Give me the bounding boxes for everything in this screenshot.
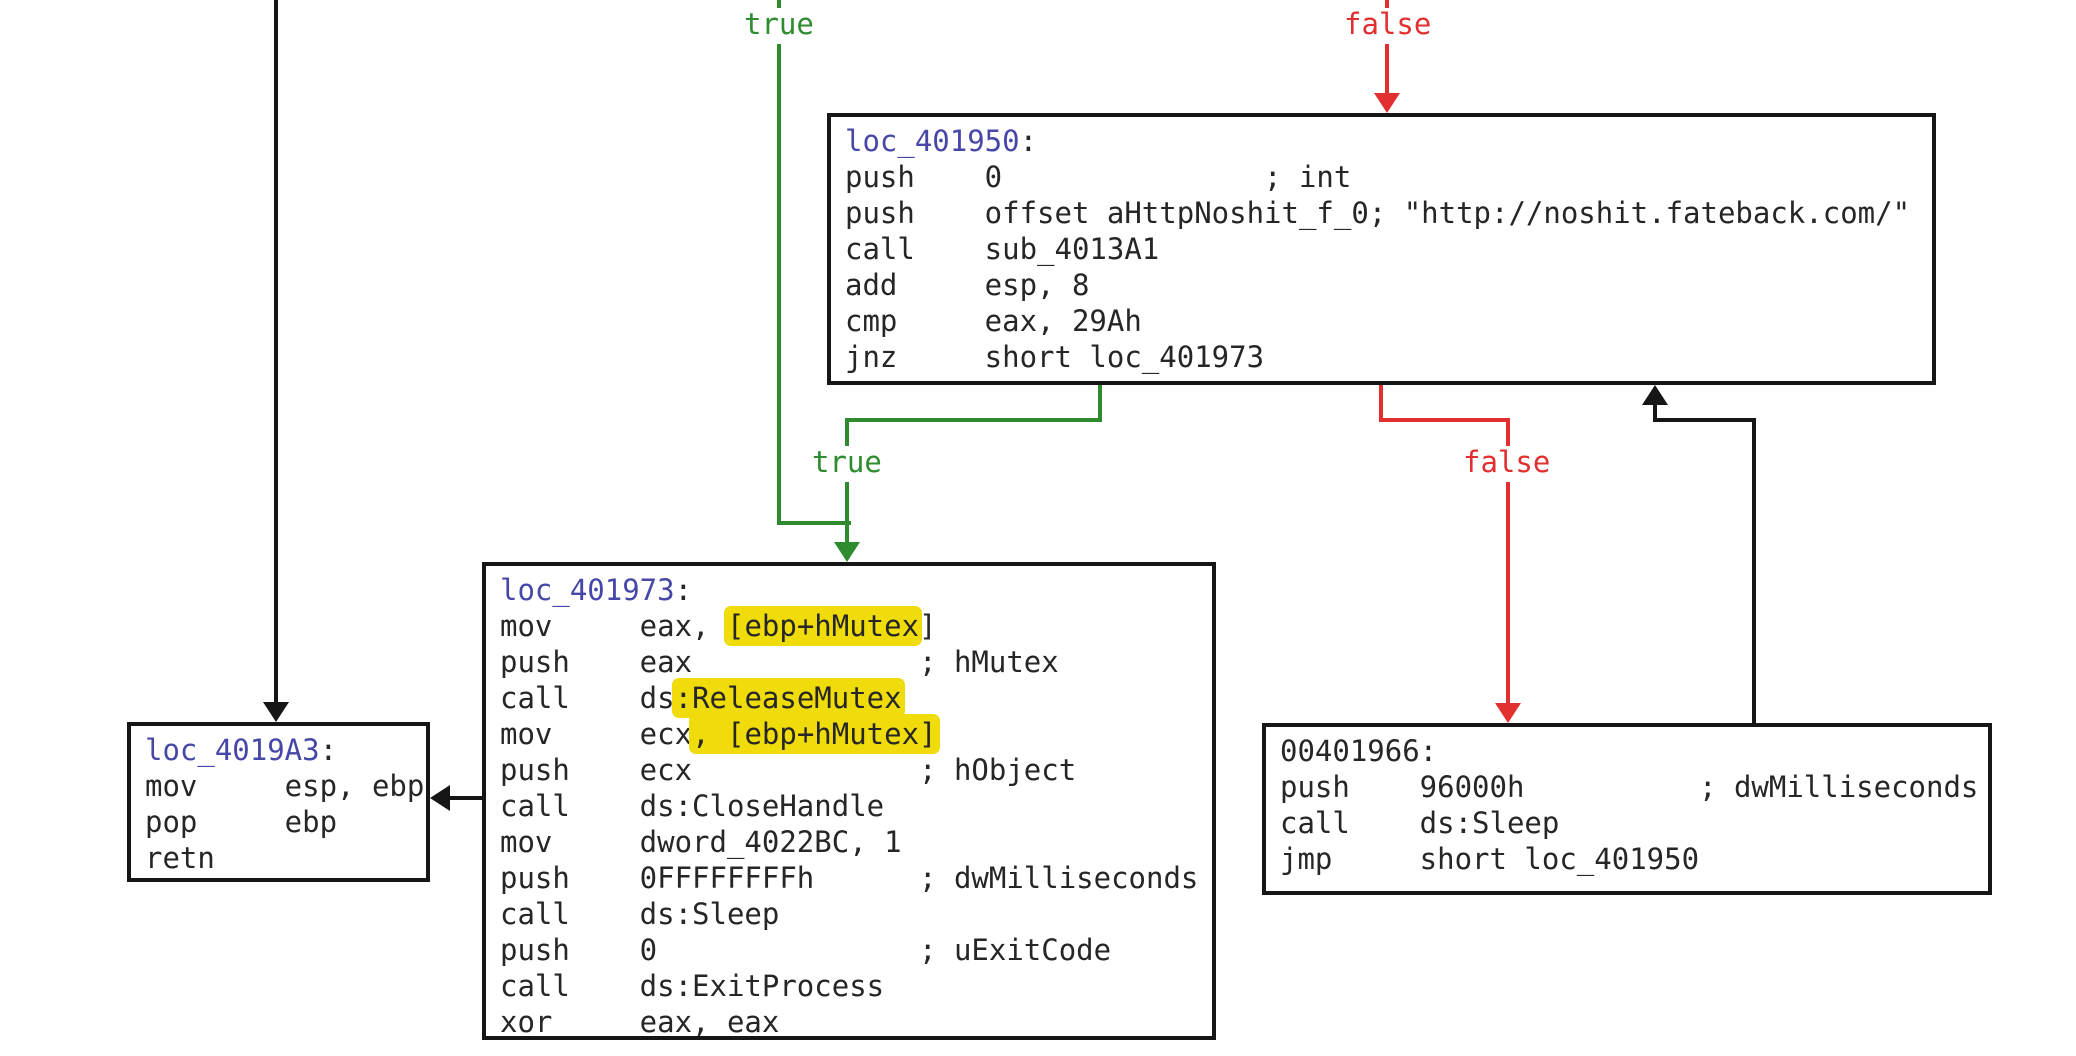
edge-false-branch-vertical1 — [1506, 418, 1510, 452]
arrowhead-down-icon — [1374, 93, 1400, 113]
edge-true-branch-vertical1 — [845, 418, 849, 452]
asm-text: push offset aHttpNoshit_f_0; "http://nos… — [845, 196, 1911, 230]
edge-false-top-vertical — [1385, 44, 1389, 96]
asm-text: call ds:Sleep — [500, 897, 780, 931]
edge-true-branch-runner — [845, 418, 1102, 422]
edge-to-loc_4019A3 — [444, 796, 482, 800]
arrowhead-left-icon — [430, 785, 450, 811]
asm-line: push 0 ; int — [845, 159, 1932, 195]
asm-line: xor eax, eax — [500, 1004, 1212, 1040]
asm-text: push ecx ; hObject — [500, 753, 1077, 787]
asm-text: mov eax, — [500, 609, 727, 643]
asm-text: pop ebp — [145, 805, 338, 839]
asm-line: push ecx ; hObject — [500, 752, 1212, 788]
asm-text: ] — [919, 609, 937, 643]
asm-text: call ds:CloseHandle — [500, 789, 885, 823]
edge-label-true-mid: true — [812, 445, 882, 479]
edge-true-branch-exit — [1098, 385, 1102, 422]
asm-line: call sub_4013A1 — [845, 231, 1932, 267]
arrowhead-up-icon — [1642, 385, 1668, 405]
arrowhead-down-icon — [263, 702, 289, 722]
asm-line: loc_4019A3: — [145, 732, 426, 768]
block-address-label: loc_401950 — [845, 124, 1020, 158]
asm-line: jnz short loc_401973 — [845, 339, 1932, 375]
asm-text: push 96000h ; dwMilliseconds — [1280, 770, 1979, 804]
edge-true-top — [777, 0, 781, 12]
edge-loop-runner — [1653, 418, 1756, 422]
edge-label-false-mid: false — [1463, 445, 1551, 479]
asm-text: jnz short loc_401973 — [845, 340, 1265, 374]
edge-false-branch-vertical2 — [1506, 482, 1510, 705]
asm-line: mov ecx, [ebp+hMutex] — [500, 716, 1212, 752]
edge-entry-left — [274, 0, 278, 706]
asm-text: cmp eax, 29Ah — [845, 304, 1142, 338]
edge-label-false-top: false — [1344, 7, 1432, 41]
asm-line: mov dword_4022BC, 1 — [500, 824, 1212, 860]
asm-line: cmp eax, 29Ah — [845, 303, 1932, 339]
asm-line: call ds:Sleep — [1280, 805, 1988, 841]
edge-loop-stub — [1653, 403, 1657, 422]
highlighted-text: , [ebp+hMutex] — [692, 717, 937, 751]
block-address-label: loc_401973 — [500, 573, 675, 607]
asm-line: push offset aHttpNoshit_f_0; "http://nos… — [845, 195, 1932, 231]
edge-true-branch-vertical2 — [845, 482, 849, 544]
asm-text: xor eax, eax — [500, 1005, 780, 1039]
asm-text: add esp, 8 — [845, 268, 1090, 302]
asm-line: 00401966: — [1280, 733, 1988, 769]
asm-line: jmp short loc_401950 — [1280, 841, 1988, 877]
edge-loop-vertical — [1752, 418, 1756, 723]
asm-text: call ds — [500, 681, 675, 715]
asm-text: mov esp, ebp — [145, 769, 425, 803]
asm-line: loc_401973: — [500, 572, 1212, 608]
asm-text: : — [674, 573, 693, 607]
asm-line: mov eax, [ebp+hMutex] — [500, 608, 1212, 644]
asm-text: push eax ; hMutex — [500, 645, 1059, 679]
asm-text: mov dword_4022BC, 1 — [500, 825, 902, 859]
asm-line: call ds:ReleaseMutex — [500, 680, 1212, 716]
asm-line: push eax ; hMutex — [500, 644, 1212, 680]
asm-line: loc_401950: — [845, 123, 1932, 159]
asm-text: call ds:ExitProcess — [500, 969, 885, 1003]
asm-text: mov ecx — [500, 717, 693, 751]
highlighted-text: :ReleaseMutex — [674, 681, 902, 715]
highlighted-text: [ebp+hMutex — [726, 609, 920, 643]
asm-text: push 0 ; int — [845, 160, 1352, 194]
asm-text: jmp short loc_401950 — [1280, 842, 1700, 876]
edge-true-top-vertical — [777, 44, 781, 525]
asm-line: add esp, 8 — [845, 267, 1932, 303]
asm-line: call ds:CloseHandle — [500, 788, 1212, 824]
arrowhead-down-icon — [1495, 703, 1521, 723]
asm-line: call ds:ExitProcess — [500, 968, 1212, 1004]
asm-line: push 96000h ; dwMilliseconds — [1280, 769, 1988, 805]
asm-line: mov esp, ebp — [145, 768, 426, 804]
edge-false-branch-exit — [1379, 385, 1383, 422]
asm-text: push 0FFFFFFFFh ; dwMilliseconds — [500, 861, 1199, 895]
asm-text: : — [319, 733, 338, 767]
edge-label-true-top: true — [744, 7, 814, 41]
asm-line: push 0FFFFFFFFh ; dwMilliseconds — [500, 860, 1212, 896]
edge-false-branch-runner — [1379, 418, 1510, 422]
basic-block-loc_401973[interactable]: loc_401973:mov eax, [ebp+hMutex]push eax… — [482, 562, 1216, 1040]
block-address-label: loc_4019A3 — [145, 733, 320, 767]
asm-text: push 0 ; uExitCode — [500, 933, 1112, 967]
asm-text: 00401966: — [1280, 734, 1438, 768]
asm-text: retn — [145, 841, 215, 875]
asm-line: retn — [145, 840, 426, 876]
asm-text: : — [1019, 124, 1038, 158]
arrowhead-down-icon — [834, 542, 860, 562]
asm-line: pop ebp — [145, 804, 426, 840]
asm-line: push 0 ; uExitCode — [500, 932, 1212, 968]
edge-false-top — [1385, 0, 1389, 12]
edge-true-top-elbow — [777, 521, 851, 525]
asm-text: call ds:Sleep — [1280, 806, 1560, 840]
asm-text: call sub_4013A1 — [845, 232, 1160, 266]
asm-line: call ds:Sleep — [500, 896, 1212, 932]
